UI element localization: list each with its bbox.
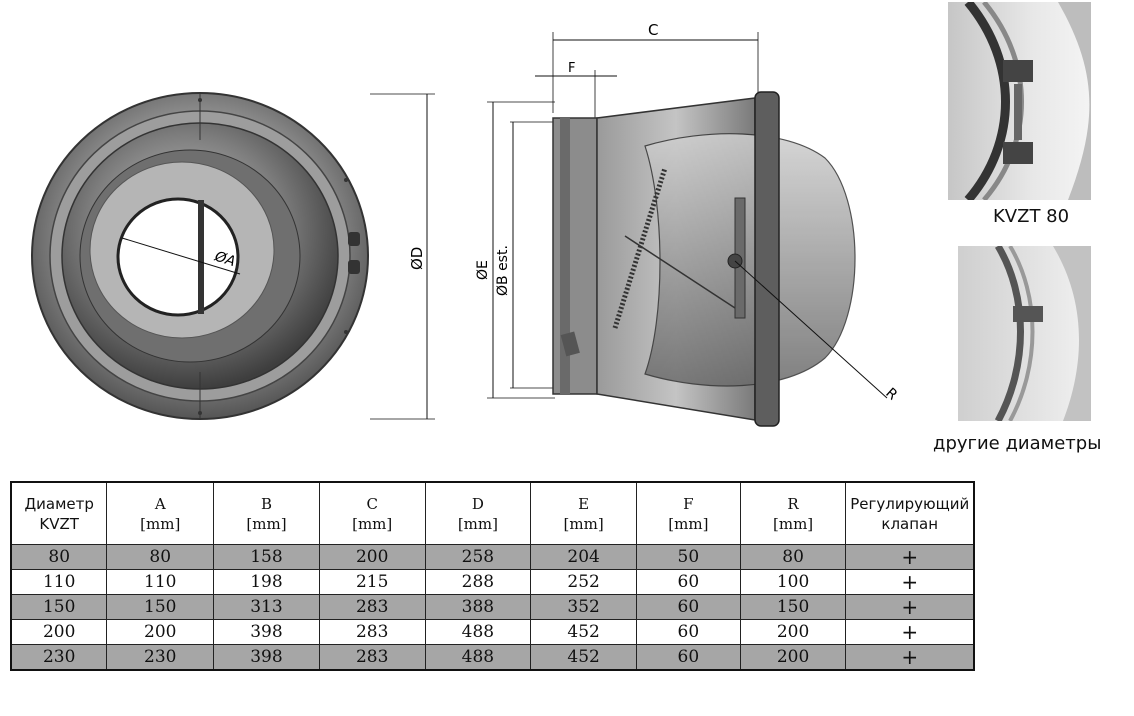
- dim-d-label: ØD: [408, 247, 426, 270]
- col-header-a: A[mm]: [106, 481, 215, 545]
- table-cell: 60: [635, 569, 741, 595]
- table-cell: 398: [213, 644, 320, 671]
- dim-f-label: F: [568, 61, 575, 76]
- photo-other-diameters: [958, 246, 1091, 421]
- dim-r-line: [734, 260, 888, 399]
- dim-a-label: ØA: [212, 248, 237, 270]
- table-cell: 60: [635, 594, 741, 620]
- table-cell: 110: [106, 569, 215, 595]
- col-header-e: E[mm]: [530, 481, 637, 545]
- table-cell: 60: [635, 619, 741, 645]
- table-cell: +: [845, 544, 975, 570]
- table-cell: 80: [739, 544, 847, 570]
- table-cell: 80: [106, 544, 215, 570]
- dim-a-line: [121, 237, 241, 275]
- table-cell: 80: [10, 544, 108, 570]
- table-cell: 288: [424, 569, 532, 595]
- table-cell: +: [845, 644, 975, 671]
- table-cell: 158: [213, 544, 320, 570]
- table-cell: 200: [739, 644, 847, 671]
- front-view-drawing: ØA ØD: [31, 92, 435, 420]
- table-cell: 100: [739, 569, 847, 595]
- table-cell: 313: [213, 594, 320, 620]
- table-cell: +: [845, 569, 975, 595]
- table-cell: 198: [213, 569, 320, 595]
- table-cell: 230: [10, 644, 108, 671]
- table-cell: +: [845, 594, 975, 620]
- dim-b-label: ØB est.: [495, 245, 511, 296]
- table-cell: 388: [424, 594, 532, 620]
- table-cell: 50: [635, 544, 741, 570]
- col-header-f: F[mm]: [635, 481, 741, 545]
- table-cell: 110: [10, 569, 108, 595]
- front-flange: [754, 91, 780, 427]
- table-cell: 150: [739, 594, 847, 620]
- table-cell: 200: [739, 619, 847, 645]
- dim-r-label: R: [882, 385, 900, 404]
- damper-spring: [198, 200, 204, 314]
- side-view-drawing: C F ØE ØB est. R: [475, 21, 900, 427]
- table-cell: 200: [318, 544, 426, 570]
- table-cell: 60: [635, 644, 741, 671]
- table-cell: 230: [106, 644, 215, 671]
- table-cell: +: [845, 619, 975, 645]
- table-cell: 452: [530, 619, 637, 645]
- table-cell: 204: [530, 544, 637, 570]
- caption-kvzt80: KVZT 80: [993, 206, 1070, 227]
- caption-other-diameters: другие диаметры: [933, 433, 1102, 454]
- table-cell: 283: [318, 619, 426, 645]
- dome: [644, 133, 856, 387]
- table-cell: 488: [424, 644, 532, 671]
- table-cell: 200: [10, 619, 108, 645]
- table-cell: 258: [424, 544, 532, 570]
- center-opening: [116, 197, 240, 317]
- table-cell: 283: [318, 594, 426, 620]
- table-cell: 215: [318, 569, 426, 595]
- col-header-b: B[mm]: [213, 481, 320, 545]
- table-cell: 252: [530, 569, 637, 595]
- latch-icon: [348, 232, 360, 274]
- table-cell: 452: [530, 644, 637, 671]
- table-cell: 352: [530, 594, 637, 620]
- dim-c-label: C: [648, 21, 658, 39]
- col-header-d: D[mm]: [424, 481, 532, 545]
- table-cell: 283: [318, 644, 426, 671]
- col-header-r: R[mm]: [739, 481, 847, 545]
- col-header-c: C[mm]: [318, 481, 426, 545]
- table-cell: 200: [106, 619, 215, 645]
- table-cell: 488: [424, 619, 532, 645]
- dim-e-label: ØE: [475, 260, 491, 280]
- table-cell: 150: [106, 594, 215, 620]
- photo-kvzt80: [948, 2, 1091, 200]
- table-cell: 398: [213, 619, 320, 645]
- table-cell: 150: [10, 594, 108, 620]
